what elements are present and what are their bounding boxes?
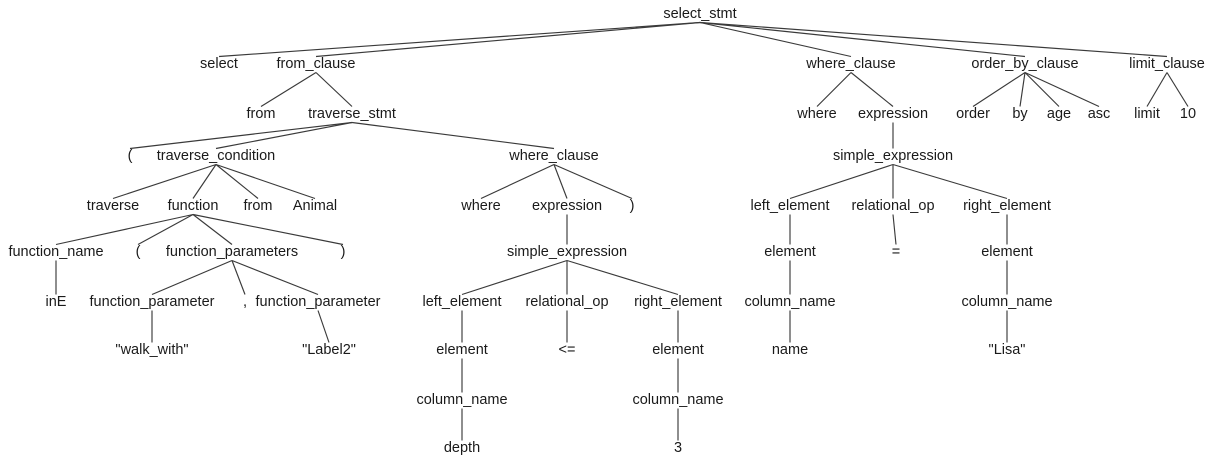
tree-edge [699, 21, 1026, 58]
tree-edge [192, 214, 233, 245]
tree-node-terminal: age [1047, 106, 1071, 122]
tree-node-nonterminal: select_stmt [663, 6, 736, 22]
tree-node-terminal: asc [1088, 106, 1111, 122]
tree-node-terminal: 3 [674, 440, 682, 456]
tree-edge [192, 164, 217, 199]
tree-node-nonterminal: column_name [744, 294, 835, 310]
tree-node-terminal: select [200, 56, 238, 72]
tree-edge [892, 163, 1008, 200]
tree-node-nonterminal: expression [532, 198, 602, 214]
tree-node-terminal: 10 [1180, 106, 1196, 122]
tree-edge [892, 214, 897, 245]
tree-node-terminal: ) [341, 244, 346, 260]
tree-node-terminal: depth [444, 440, 480, 456]
tree-node-terminal: from [247, 106, 276, 122]
tree-edge [215, 121, 353, 150]
tree-node-terminal: <= [559, 342, 576, 358]
tree-node-nonterminal: where_clause [805, 56, 895, 72]
tree-node-nonterminal: function [168, 198, 219, 214]
tree-node-nonterminal: traverse_condition [157, 148, 276, 164]
tree-edge [1146, 72, 1168, 107]
tree-edge [1166, 72, 1189, 107]
tree-node-nonterminal: element [652, 342, 704, 358]
tree-edge [129, 121, 353, 150]
tree-node-nonterminal: column_name [416, 392, 507, 408]
tree-node-nonterminal: traverse_stmt [308, 106, 396, 122]
tree-node-nonterminal: from_clause [277, 56, 356, 72]
tree-node-nonterminal: left_element [423, 294, 502, 310]
tree-node-nonterminal: element [436, 342, 488, 358]
tree-edge [1019, 72, 1026, 107]
tree-edge [215, 164, 259, 199]
tree-node-terminal: Animal [293, 198, 337, 214]
tree-node-terminal: order [956, 106, 990, 122]
tree-edge [315, 72, 353, 107]
tree-edge [231, 260, 246, 295]
tree-node-nonterminal: simple_expression [833, 148, 953, 164]
tree-edge [553, 163, 633, 200]
tree-node-terminal: inE [46, 294, 67, 310]
tree-node-terminal: "walk_with" [115, 342, 188, 358]
tree-edge [231, 259, 319, 296]
tree-node-terminal: ) [630, 198, 635, 214]
tree-edge [699, 21, 1168, 58]
tree-node-nonterminal: where_clause [508, 148, 598, 164]
tree-node-terminal: limit [1134, 106, 1160, 122]
tree-edge [972, 72, 1026, 107]
tree-node-nonterminal: column_name [961, 294, 1052, 310]
tree-node-nonterminal: left_element [751, 198, 830, 214]
tree-node-nonterminal: order_by_clause [971, 56, 1078, 72]
tree-node-nonterminal: simple_expression [507, 244, 627, 260]
tree-edge [260, 72, 317, 107]
tree-edge [850, 72, 894, 107]
tree-edge [816, 72, 852, 107]
tree-node-terminal: = [892, 244, 900, 260]
tree-node-nonterminal: element [981, 244, 1033, 260]
tree-node-nonterminal: function_parameters [166, 244, 298, 260]
tree-node-nonterminal: column_name [632, 392, 723, 408]
tree-node-nonterminal: right_element [634, 294, 722, 310]
tree-node-terminal: where [460, 198, 501, 214]
tree-node-terminal: by [1012, 106, 1028, 122]
tree-node-terminal: "Lisa" [989, 342, 1026, 358]
tree-edge [315, 21, 701, 58]
tree-edge [789, 163, 894, 200]
tree-edge [218, 21, 701, 58]
tree-edge [553, 164, 568, 199]
tree-edge [461, 259, 568, 296]
tree-node-nonterminal: limit_clause [1129, 56, 1205, 72]
tree-edge [1024, 72, 1060, 107]
tree-node-terminal: name [772, 342, 808, 358]
tree-node-terminal: , [243, 294, 247, 310]
tree-edge [192, 213, 344, 246]
tree-edge [112, 163, 217, 200]
tree-node-nonterminal: expression [858, 106, 928, 122]
tree-edge [215, 163, 316, 200]
tree-node-terminal: from [244, 198, 273, 214]
tree-edge [480, 163, 555, 200]
tree-node-nonterminal: function_name [8, 244, 103, 260]
tree-edge [699, 21, 852, 58]
tree-node-nonterminal: relational_op [851, 198, 934, 214]
tree-node-nonterminal: right_element [963, 198, 1051, 214]
tree-edge [1024, 71, 1100, 108]
tree-node-terminal: "Label2" [302, 342, 356, 358]
tree-node-terminal: traverse [87, 198, 139, 214]
tree-edge [137, 213, 194, 246]
tree-node-nonterminal: function_parameter [90, 294, 215, 310]
tree-node-nonterminal: relational_op [525, 294, 608, 310]
tree-node-nonterminal: element [764, 244, 816, 260]
tree-edge [351, 121, 555, 150]
tree-node-nonterminal: function_parameter [256, 294, 381, 310]
tree-edge [151, 259, 233, 296]
tree-edge [566, 259, 679, 296]
tree-edge [55, 213, 194, 246]
edge-layer [55, 21, 1189, 441]
tree-node-terminal: ( [136, 244, 141, 260]
tree-node-terminal: ( [128, 148, 133, 164]
tree-node-terminal: where [796, 106, 837, 122]
tree-edge [317, 310, 330, 343]
